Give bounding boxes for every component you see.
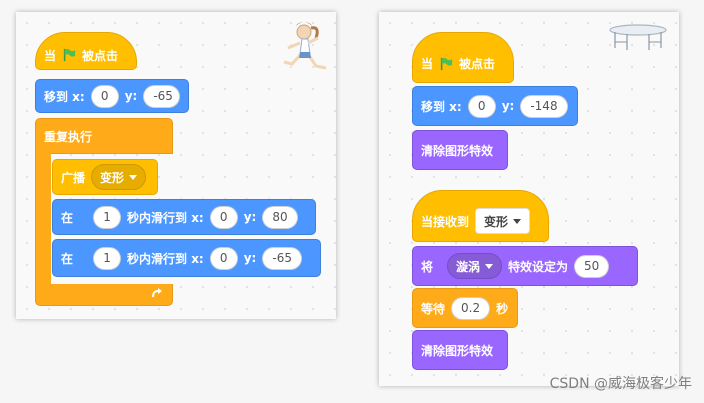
set-effect-mid-label: 特效设定为 xyxy=(508,259,569,274)
goto-xy-block-right[interactable]: 移到 x: 0 y: -148 xyxy=(412,86,578,126)
clear-effects-block-2[interactable]: 清除图形特效 xyxy=(412,330,508,370)
effect-type: 漩涡 xyxy=(456,259,481,274)
effect-value-input[interactable]: 50 xyxy=(574,254,610,278)
clear-effects-block-1[interactable]: 清除图形特效 xyxy=(412,130,508,170)
glide-1-x-input[interactable]: 0 xyxy=(209,205,238,229)
forever-block-bottom xyxy=(35,284,173,306)
clicked-label-right: 被点击 xyxy=(459,57,496,71)
script-area-right: 当 被点击 移到 x: 0 y: -148 清除图形特效 当接收到 变形 将 漩… xyxy=(379,12,679,386)
receive-message-dropdown[interactable]: 变形 xyxy=(475,208,531,234)
glide-2-prefix: 在 xyxy=(61,251,74,266)
forever-block-left-arm xyxy=(35,153,51,287)
glide-1-y-input[interactable]: 80 xyxy=(262,205,298,229)
goto-label: 移到 x: xyxy=(44,89,85,104)
wait-label: 等待 xyxy=(421,301,446,316)
effect-type-dropdown[interactable]: 漩涡 xyxy=(447,253,503,279)
goto-xy-block[interactable]: 移到 x: 0 y: -65 xyxy=(35,79,189,113)
glide-1-prefix: 在 xyxy=(61,210,74,225)
when-flag-clicked-block-right[interactable]: 当 被点击 xyxy=(412,32,514,83)
forever-label: 重复执行 xyxy=(44,129,93,144)
goto-y-input[interactable]: -65 xyxy=(143,84,180,108)
glide-2-y-input[interactable]: -65 xyxy=(262,246,302,270)
goto-y-label: y: xyxy=(124,89,138,103)
receive-label: 当接收到 xyxy=(421,214,470,229)
goto-x-input[interactable]: 0 xyxy=(90,84,119,108)
clicked-label: 被点击 xyxy=(82,48,119,63)
dropdown-icon xyxy=(129,174,138,180)
broadcast-block[interactable]: 广播 变形 xyxy=(52,159,158,195)
green-flag-icon xyxy=(63,48,76,62)
glide-2-x-input[interactable]: 0 xyxy=(209,246,238,270)
broadcast-label: 广播 xyxy=(61,170,86,185)
goto-x-input-right[interactable]: 0 xyxy=(467,94,496,118)
green-flag-icon xyxy=(440,57,453,70)
when-label: 当 xyxy=(44,48,57,63)
goto-y-label-right: y: xyxy=(501,99,515,113)
broadcast-message: 变形 xyxy=(100,170,125,185)
clear-effects-label-2: 清除图形特效 xyxy=(421,343,494,358)
when-label-right: 当 xyxy=(421,57,434,71)
clear-effects-label-1: 清除图形特效 xyxy=(421,143,494,158)
dropdown-icon xyxy=(485,263,494,269)
glide-1-y-label: y: xyxy=(243,210,257,224)
glide-1-mid-label: 秒内滑行到 x: xyxy=(127,210,204,225)
glide-block-1[interactable]: 在 1 秒内滑行到 x: 0 y: 80 xyxy=(52,199,316,235)
receive-message: 变形 xyxy=(484,214,509,229)
set-effect-prefix: 将 xyxy=(421,259,434,274)
broadcast-message-dropdown[interactable]: 变形 xyxy=(91,164,147,190)
wait-seconds-input[interactable]: 0.2 xyxy=(451,296,491,320)
watermark: CSDN @威海极客少年 xyxy=(549,376,692,392)
set-effect-block[interactable]: 将 漩涡 特效设定为 50 xyxy=(412,246,638,286)
glide-block-2[interactable]: 在 1 秒内滑行到 x: 0 y: -65 xyxy=(52,239,321,277)
wait-suffix: 秒 xyxy=(496,301,509,316)
dropdown-icon xyxy=(513,218,522,224)
wait-block[interactable]: 等待 0.2 秒 xyxy=(412,288,518,328)
script-area-left: 当 被点击 移到 x: 0 y: -65 重复执行 广播 变形 在 1 秒内滑行 xyxy=(16,12,336,319)
goto-label-right: 移到 x: xyxy=(421,99,462,114)
goto-y-input-right[interactable]: -148 xyxy=(520,94,568,118)
glide-1-secs-input[interactable]: 1 xyxy=(93,205,122,229)
glide-2-mid-label: 秒内滑行到 x: xyxy=(127,251,204,266)
glide-2-y-label: y: xyxy=(243,251,257,265)
when-flag-clicked-block[interactable]: 当 被点击 xyxy=(35,32,137,70)
repeat-arrow-icon xyxy=(152,288,162,298)
when-i-receive-block[interactable]: 当接收到 变形 xyxy=(412,190,549,242)
forever-block[interactable]: 重复执行 xyxy=(35,118,173,154)
glide-2-secs-input[interactable]: 1 xyxy=(93,246,122,270)
sprite-trampoline-icon xyxy=(609,24,667,50)
sprite-runner-icon xyxy=(283,22,327,70)
